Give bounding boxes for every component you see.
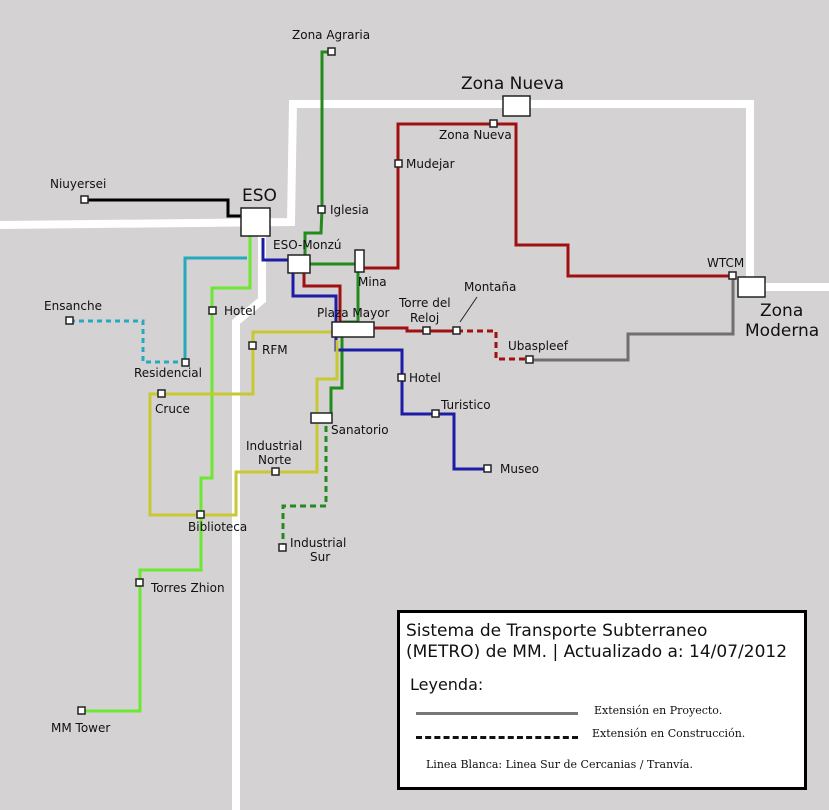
label-iglesia: Iglesia xyxy=(330,203,369,217)
line-lime xyxy=(81,236,252,713)
station-ensanche[interactable] xyxy=(65,316,74,325)
label-plaza-mayor: Plaza Mayor xyxy=(317,306,390,320)
station-industrial-sur[interactable] xyxy=(278,543,287,552)
line-cyan xyxy=(70,256,247,364)
label-hotel-w: Hotel xyxy=(224,304,256,318)
station-mudejar[interactable] xyxy=(394,159,403,168)
interchange-sanatorio[interactable] xyxy=(310,412,333,424)
label-eso-monzu: ESO-Monzú xyxy=(273,238,342,252)
line-black xyxy=(84,198,254,218)
label-rfm: RFM xyxy=(262,343,288,357)
legend-construction-swatch xyxy=(416,736,578,739)
legend-construction-label: Extensión en Construcción. xyxy=(592,727,746,740)
interchange-zona-moderna[interactable] xyxy=(737,276,766,298)
station-torres-zhion[interactable] xyxy=(135,578,144,587)
label-montana: Montaña xyxy=(464,280,516,294)
station-iglesia[interactable] xyxy=(317,205,326,214)
station-zona-nueva[interactable] xyxy=(489,119,498,128)
label-torre-del-2: Reloj xyxy=(410,311,439,325)
zone-label-nueva: Zona Nueva xyxy=(461,74,564,94)
station-hotel-w[interactable] xyxy=(208,306,217,315)
station-zona-agraria[interactable] xyxy=(327,47,336,56)
station-torre-del-reloj[interactable] xyxy=(422,326,431,335)
station-industrial-norte[interactable] xyxy=(271,467,280,476)
legend-title: Sistema de Transporte Subterraneo (METRO… xyxy=(406,621,806,663)
legend-title-line2: (METRO) de MM. | Actualizado a: 14/07/20… xyxy=(406,642,788,662)
interchange-plaza-mayor[interactable] xyxy=(331,321,375,338)
interchange-zona-nueva[interactable] xyxy=(502,95,531,117)
legend-title-line1: Sistema de Transporte Subterraneo xyxy=(406,621,708,641)
stations xyxy=(65,47,737,715)
zone-label-eso: ESO xyxy=(242,186,277,206)
station-museo[interactable] xyxy=(483,464,492,473)
montana-pointer xyxy=(459,296,478,323)
station-hotel-e[interactable] xyxy=(397,373,406,382)
legend-project-label: Extensión en Proyecto. xyxy=(594,704,723,717)
station-mm-tower[interactable] xyxy=(77,706,86,715)
line-yellow xyxy=(148,330,340,517)
zone-label-moderna-2: Moderna xyxy=(745,321,819,341)
label-turistico: Turistico xyxy=(440,398,491,412)
label-ensanche: Ensanche xyxy=(44,299,102,313)
interchanges xyxy=(240,95,766,424)
white-line-north xyxy=(0,100,829,291)
legend-heading: Leyenda: xyxy=(410,675,484,694)
label-cruce: Cruce xyxy=(155,402,190,416)
label-mudejar: Mudejar xyxy=(406,157,455,171)
label-zona-agraria: Zona Agraria xyxy=(292,28,370,42)
label-niuyersei: Niuyersei xyxy=(50,177,106,191)
label-wtcm: WTCM xyxy=(707,256,744,270)
label-industrial-sur-1: Industrial xyxy=(290,536,346,550)
station-rfm[interactable] xyxy=(248,341,257,350)
label-ubaspleef: Ubaspleef xyxy=(508,339,569,353)
label-residencial: Residencial xyxy=(134,366,202,380)
station-wtcm[interactable] xyxy=(728,271,737,280)
station-cruce[interactable] xyxy=(157,389,166,398)
label-mm-tower: MM Tower xyxy=(51,721,110,735)
station-montana[interactable] xyxy=(452,326,461,335)
station-residencial[interactable] xyxy=(181,358,190,367)
zone-label-moderna-1: Zona xyxy=(760,301,803,321)
interchange-eso[interactable] xyxy=(240,207,271,237)
label-hotel-e: Hotel xyxy=(409,371,441,385)
line-blue xyxy=(261,238,488,471)
label-industrial-norte-2: Norte xyxy=(258,453,291,467)
legend-box: Sistema de Transporte Subterraneo (METRO… xyxy=(397,610,807,790)
station-turistico[interactable] xyxy=(431,409,440,418)
label-industrial-norte-1: Industrial xyxy=(246,439,302,453)
legend-project-swatch xyxy=(416,712,578,715)
label-torre-del-1: Torre del xyxy=(398,296,451,310)
label-museo: Museo xyxy=(500,462,539,476)
label-mina: Mina xyxy=(358,275,387,289)
line-gray xyxy=(529,276,735,362)
label-torres-zhion: Torres Zhion xyxy=(150,581,225,595)
station-ubaspleef[interactable] xyxy=(525,355,534,364)
label-biblioteca: Biblioteca xyxy=(188,520,247,534)
legend-white-line-label: Linea Blanca: Linea Sur de Cercanias / T… xyxy=(426,758,693,771)
interchange-eso-monzu[interactable] xyxy=(287,254,311,274)
label-industrial-sur-2: Sur xyxy=(310,550,330,564)
label-sanatorio: Sanatorio xyxy=(331,423,389,437)
interchange-mina[interactable] xyxy=(354,249,365,273)
white-line-south xyxy=(232,230,266,810)
station-biblioteca[interactable] xyxy=(196,510,205,519)
station-niuyersei[interactable] xyxy=(80,195,89,204)
label-zona-nueva: Zona Nueva xyxy=(439,128,512,142)
